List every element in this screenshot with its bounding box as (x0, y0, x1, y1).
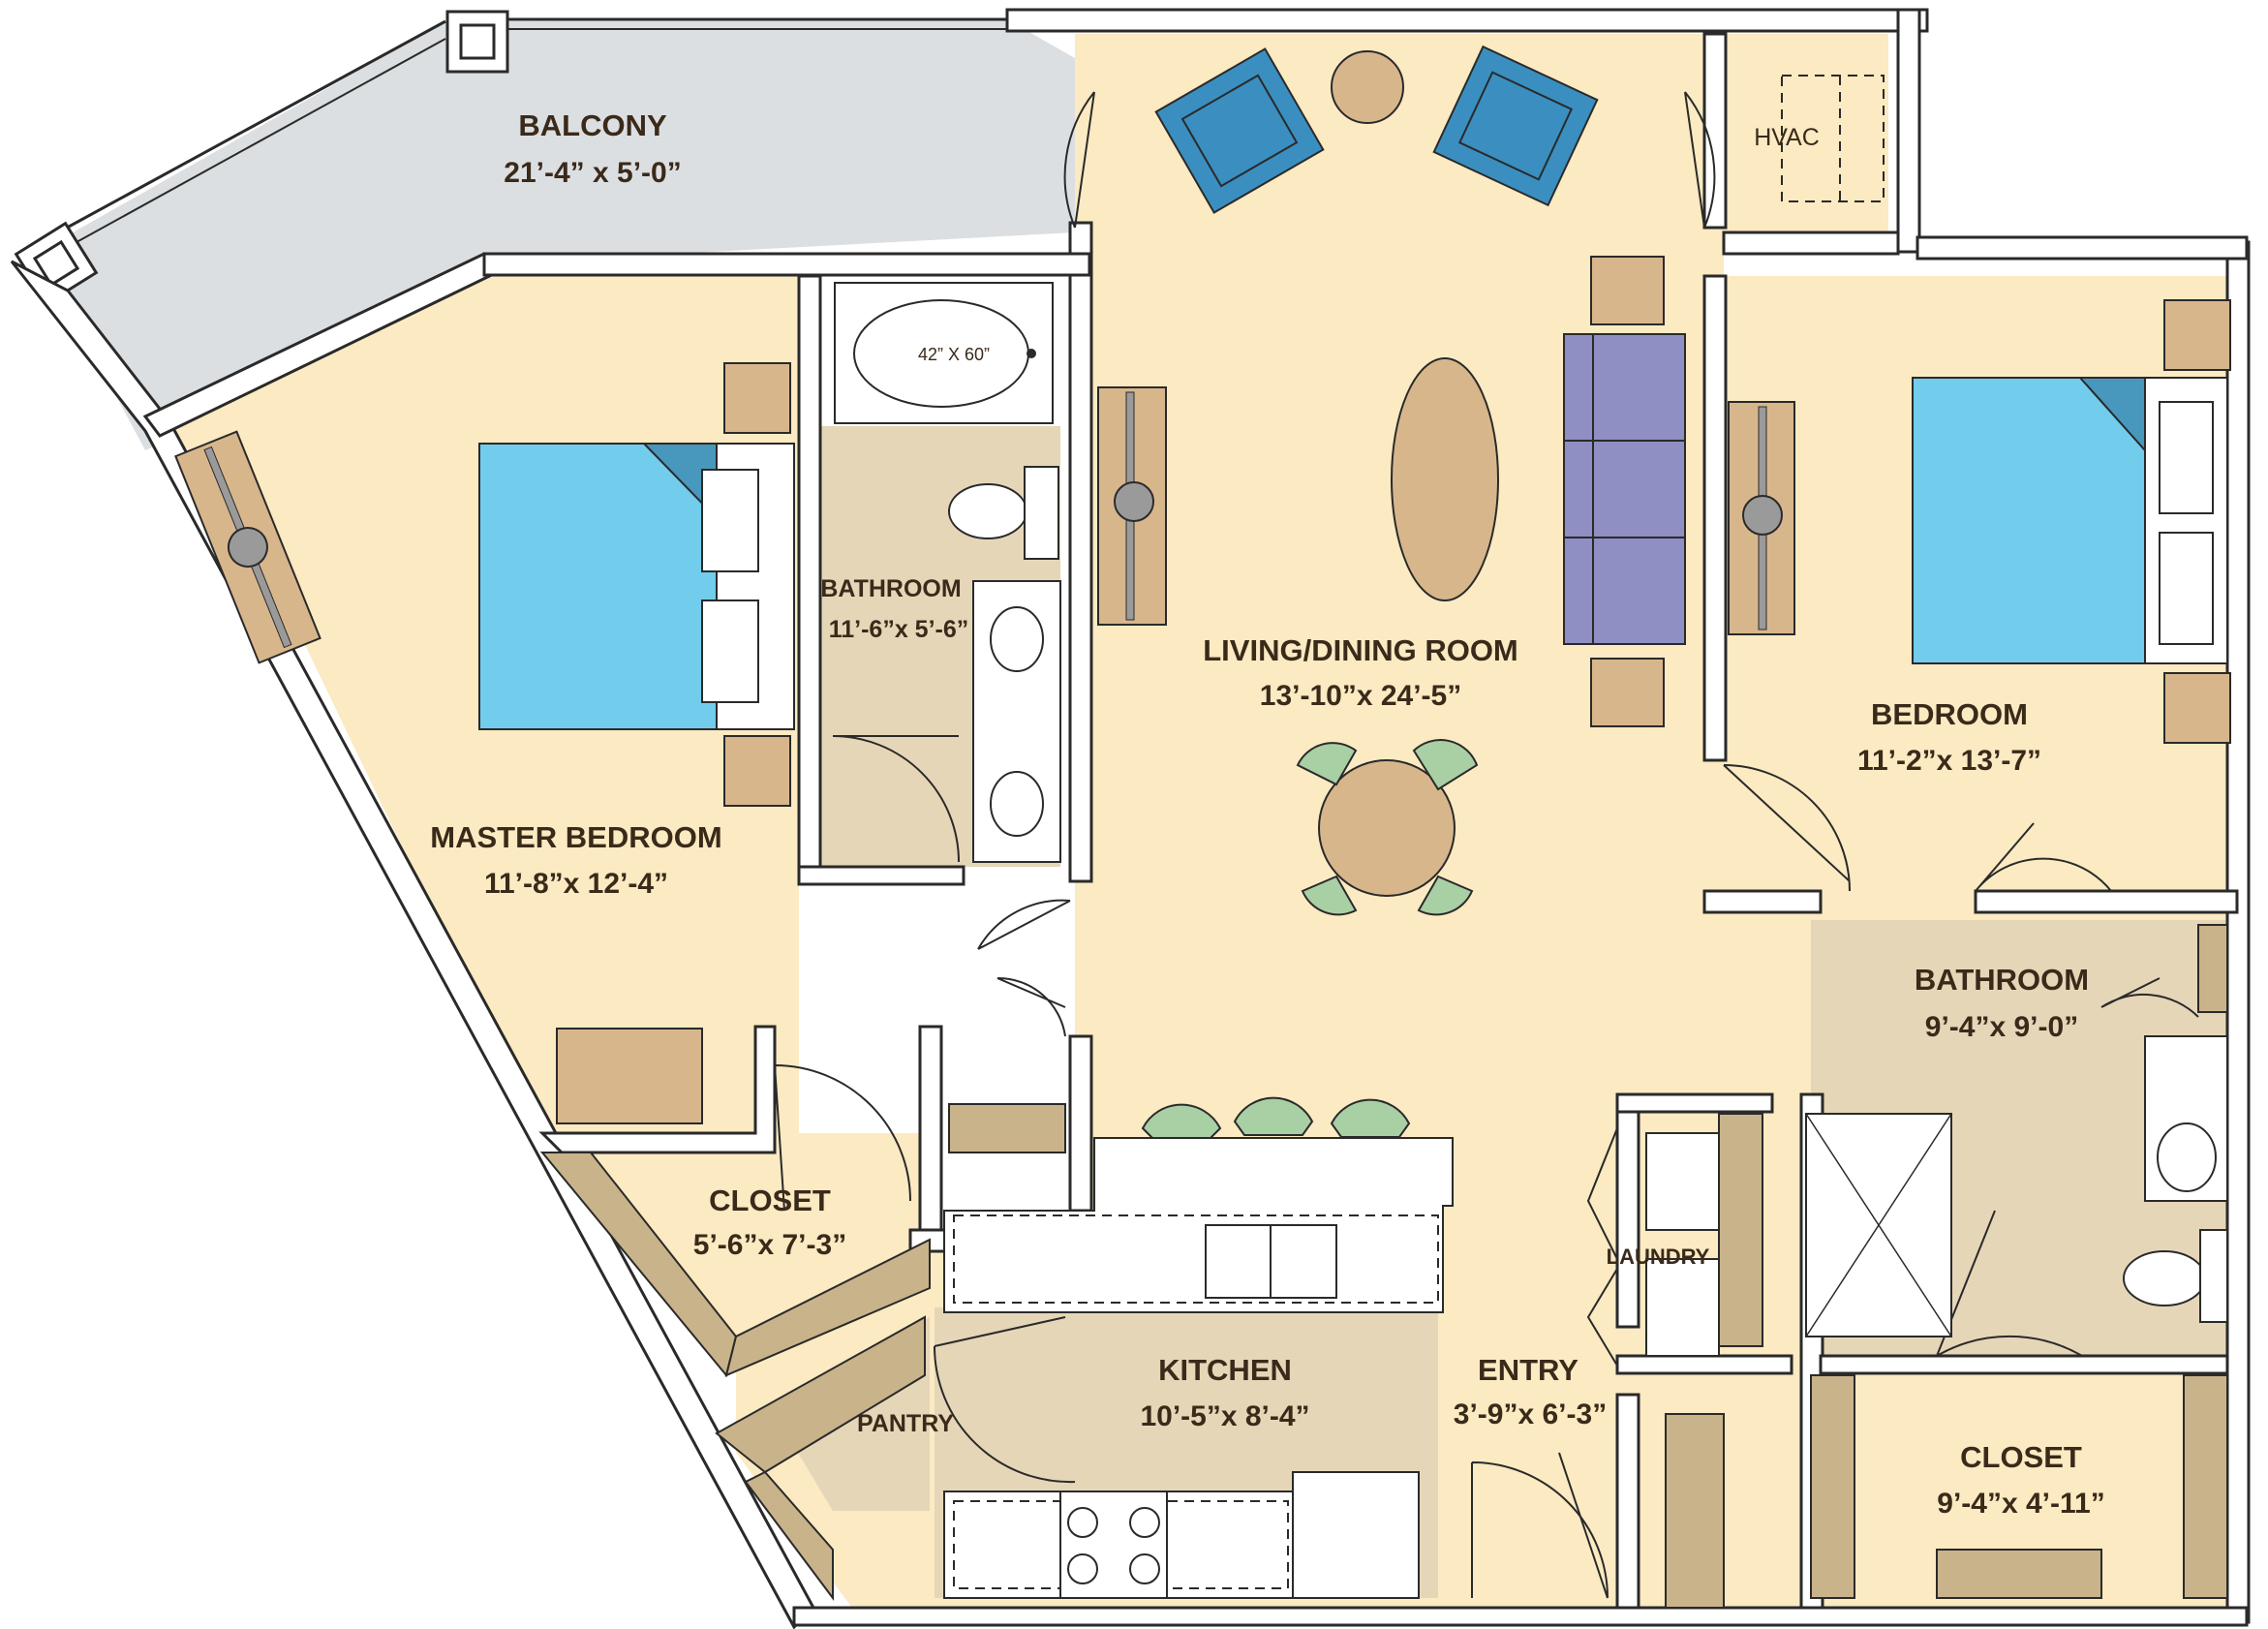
bath1-name: BATHROOM (820, 575, 961, 602)
washer (1645, 1132, 1720, 1231)
dining-table (1318, 759, 1456, 897)
dining-chair (1417, 875, 1474, 916)
kitchen-dims: 10’-5”x 8’-4” (1140, 1400, 1309, 1432)
closet-shelves (539, 924, 2228, 1609)
laundry-machines (1645, 1132, 1720, 1357)
balcony-post (445, 10, 509, 74)
kitchen-name: KITCHEN (1158, 1353, 1292, 1387)
side-table (1331, 50, 1404, 124)
bath1-fixtures (834, 282, 1061, 863)
closet1-dims: 5’-6”x 7’-3” (693, 1229, 846, 1261)
pantry-name: PANTRY (857, 1410, 954, 1437)
bar-stool (1141, 1103, 1222, 1139)
nightstand (723, 362, 791, 434)
dining-chair (1301, 875, 1358, 916)
sink (990, 771, 1044, 837)
bedroom-furniture (1728, 299, 2231, 744)
living-name: LIVING/DINING ROOM (1203, 633, 1518, 667)
master-dims: 11’-8”x 12’-4” (484, 868, 668, 900)
doors (774, 91, 2199, 1599)
bar-stool (1233, 1096, 1314, 1136)
hvac-name: HVAC (1754, 124, 1820, 151)
kitchen-fixtures (943, 1096, 1454, 1599)
tub-size: 42” X 60” (918, 345, 990, 364)
hvac-unit (1781, 75, 1885, 202)
balcony-name: BALCONY (518, 108, 667, 142)
balcony-dims: 21’-4” x 5’-0” (504, 157, 681, 189)
end-table (1590, 256, 1665, 325)
nightstand (2163, 672, 2231, 744)
bedroom-dims: 11’-2”x 13’-7” (1857, 745, 2041, 777)
master-name: MASTER BEDROOM (430, 820, 721, 854)
closet2-name: CLOSET (1960, 1440, 2082, 1474)
sofa (1563, 333, 1686, 645)
desk (556, 1028, 703, 1124)
toilet (948, 483, 1027, 539)
master-furniture (174, 362, 795, 1124)
laundry-name: LAUNDRY (1607, 1245, 1710, 1269)
refrigerator (1292, 1471, 1420, 1599)
closet1-name: CLOSET (709, 1183, 831, 1217)
bath1-dims: 11’-6”x 5’-6” (829, 616, 969, 643)
end-table (1590, 658, 1665, 727)
closet2-dims: 9’-4”x 4’-11” (1937, 1488, 2104, 1520)
bedroom-name: BEDROOM (1871, 697, 2028, 731)
entry-dims: 3’-9”x 6’-3” (1454, 1398, 1607, 1430)
living-furniture (1097, 45, 1686, 916)
bath2-dims: 9’-4”x 9’-0” (1925, 1011, 2078, 1043)
entry-name: ENTRY (1478, 1353, 1578, 1387)
sink (990, 606, 1044, 672)
dining-chair (1412, 739, 1479, 791)
armchair (1154, 47, 1325, 214)
toilet (2123, 1250, 2206, 1306)
coffee-table (1391, 357, 1499, 601)
bath2-name: BATHROOM (1915, 963, 2089, 997)
nightstand (2163, 299, 2231, 371)
nightstand (723, 735, 791, 807)
armchair (1432, 45, 1599, 207)
sink (2157, 1122, 2217, 1192)
room-labels: BALCONY 21’-4” x 5’-0” HVAC LIVING/DININ… (430, 108, 2104, 1520)
living-dims: 13’-10”x 24’-5” (1260, 680, 1461, 712)
kitchen-island (943, 1137, 1454, 1313)
bar-stool (1330, 1098, 1411, 1138)
bath2-fixtures (1805, 1035, 2228, 1337)
dining-chair (1296, 742, 1358, 786)
dryer (1645, 1258, 1720, 1357)
